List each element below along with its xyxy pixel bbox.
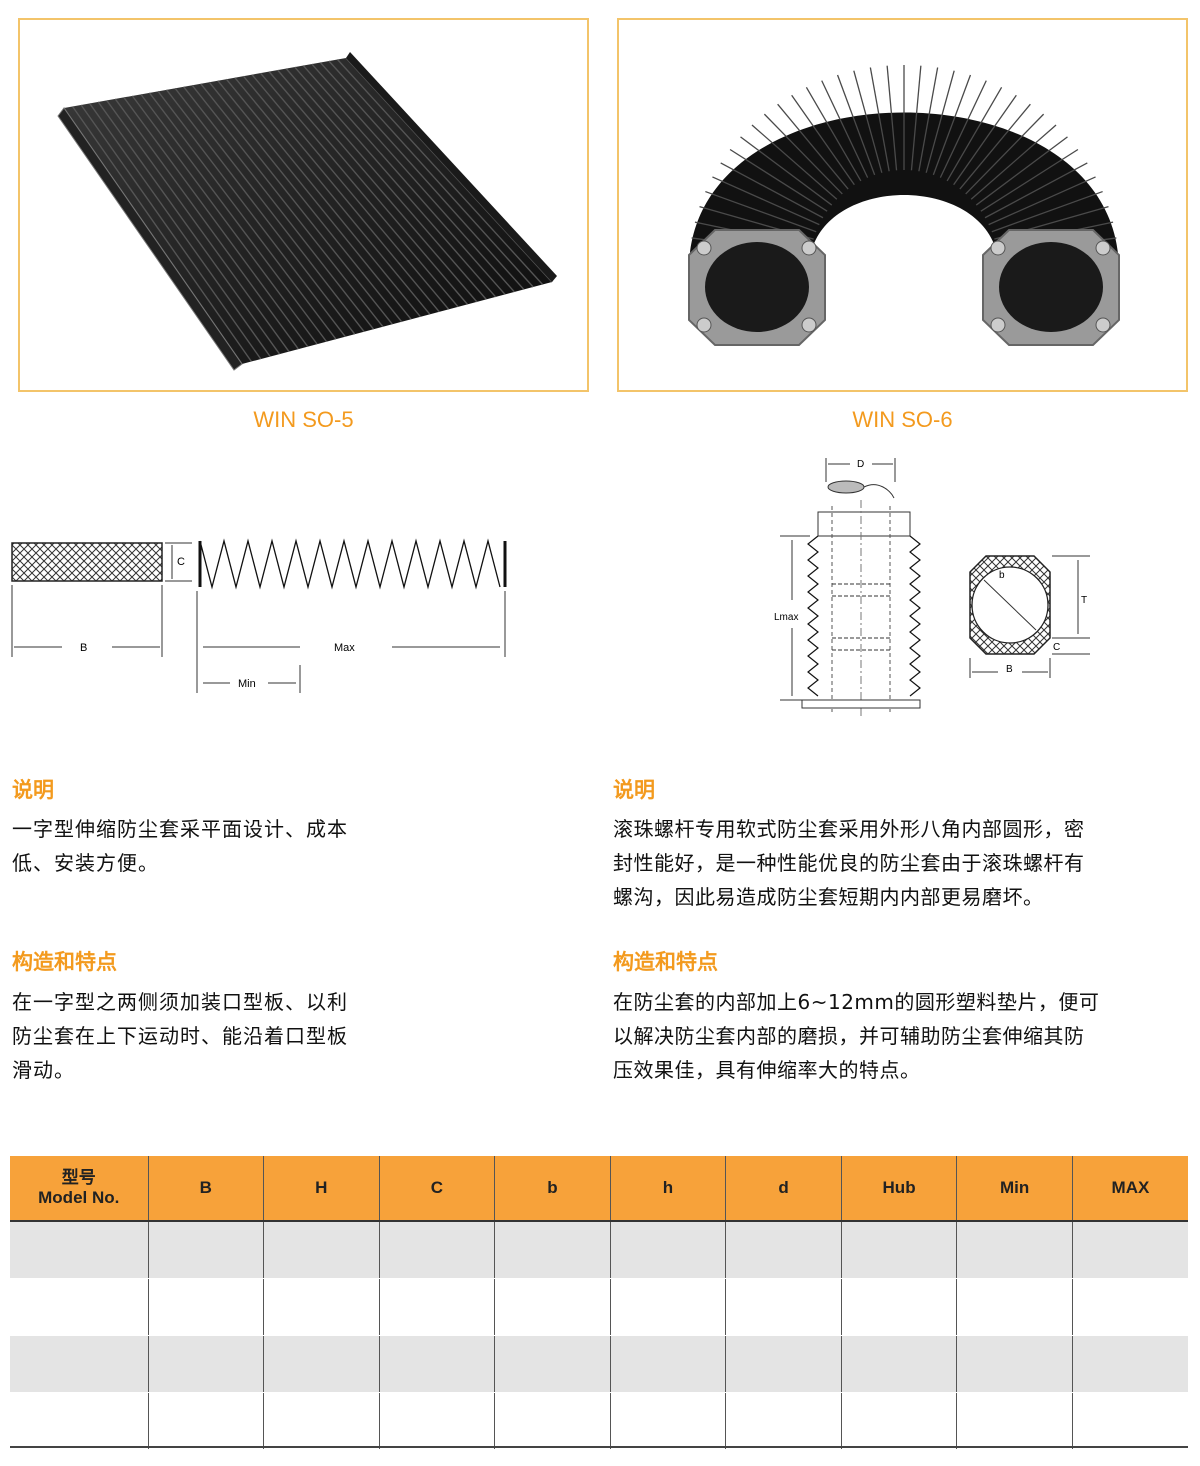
- table-cell: [148, 1335, 265, 1393]
- octagon-section: b T C B: [969, 555, 1090, 678]
- right-flange: [982, 229, 1120, 346]
- table-cell: [610, 1335, 727, 1393]
- dim-label-min: Min: [238, 678, 256, 690]
- table-cell: [494, 1221, 611, 1279]
- table-cell: [148, 1221, 265, 1279]
- table-row: [10, 1221, 1188, 1279]
- column-header: h: [610, 1156, 727, 1222]
- table-cell: [956, 1221, 1073, 1279]
- dim-label-d: D: [857, 459, 864, 470]
- table-cell: [725, 1335, 842, 1393]
- table-cell: [610, 1278, 727, 1336]
- table-cell: [10, 1392, 149, 1450]
- description-line: 低、安装方便。: [12, 851, 159, 875]
- table-cell: [494, 1335, 611, 1393]
- table-row: [10, 1278, 1188, 1336]
- features-line: 滑动。: [12, 1058, 75, 1082]
- caption-so5: WIN SO-5: [253, 407, 354, 432]
- column-header: MAX: [1072, 1156, 1188, 1222]
- photo-frame-so6: [617, 18, 1188, 392]
- table-cell: [841, 1278, 958, 1336]
- spec-table: 型号 Model No. B H C b h d Hub Min MAX: [10, 1156, 1188, 1450]
- table-cell: [725, 1278, 842, 1336]
- table-cell: [10, 1221, 149, 1279]
- table-cell: [1072, 1221, 1188, 1279]
- features-line: 在防尘套的内部加上6~12mm的圆形塑料垫片，便可: [613, 990, 1100, 1014]
- dim-label-c-round: C: [1053, 642, 1060, 653]
- description-body-so6: 滚珠螺杆专用软式防尘套采用外形八角内部圆形，密 封性能好，是一种性能优良的防尘套…: [613, 812, 1198, 914]
- table-cell: [725, 1392, 842, 1450]
- dim-label-b-flat: B: [80, 642, 87, 654]
- column-header: Min: [956, 1156, 1073, 1222]
- table-cell: [379, 1392, 496, 1450]
- flat-bellows-diagram: C B Max Min: [11, 538, 507, 693]
- features-heading-so5: 构造和特点: [12, 950, 117, 974]
- table-cell: [1072, 1278, 1188, 1336]
- table-cell: [148, 1278, 265, 1336]
- table-cell: [379, 1335, 496, 1393]
- dim-label-b-small: b: [999, 570, 1005, 581]
- table-cell: [956, 1335, 1073, 1393]
- column-header: Hub: [841, 1156, 958, 1222]
- column-header: C: [379, 1156, 496, 1222]
- table-cell: [10, 1335, 149, 1393]
- table-cell: [263, 1335, 380, 1393]
- features-body-so6: 在防尘套的内部加上6~12mm的圆形塑料垫片，便可 以解决防尘套内部的磨损，并可…: [613, 985, 1198, 1087]
- dim-label-c-flat: C: [177, 556, 185, 568]
- table-cell: [841, 1221, 958, 1279]
- dim-label-b-round: B: [1006, 664, 1013, 675]
- features-line: 压效果佳，具有伸缩率大的特点。: [613, 1058, 921, 1082]
- column-header-model: 型号 Model No.: [10, 1156, 149, 1222]
- table-cell: [1072, 1335, 1188, 1393]
- table-cell: [841, 1392, 958, 1450]
- round-bellows-image: [688, 65, 1120, 346]
- table-cell: [10, 1278, 149, 1336]
- table-cell: [610, 1392, 727, 1450]
- table-cell: [841, 1335, 958, 1393]
- description-line: 滚珠螺杆专用软式防尘套采用外形八角内部圆形，密: [613, 817, 1085, 841]
- left-flange: [688, 229, 826, 346]
- table-cell: [148, 1392, 265, 1450]
- photo-frame-so5: [18, 18, 589, 392]
- column-header: b: [494, 1156, 611, 1222]
- column-header-model-cn: 型号: [61, 1168, 96, 1187]
- column-header: d: [725, 1156, 842, 1222]
- round-bellows-diagram: D Lmax b T C B: [774, 458, 1090, 718]
- features-line: 在一字型之两侧须加装口型板、以利: [12, 990, 348, 1014]
- dim-label-lmax: Lmax: [774, 612, 798, 623]
- table-cell: [494, 1278, 611, 1336]
- table-header-row: 型号 Model No. B H C b h d Hub Min MAX: [10, 1156, 1188, 1222]
- table-cell: [379, 1221, 496, 1279]
- description-body-so5: 一字型伸缩防尘套采平面设计、成本 低、安装方便。: [12, 812, 452, 880]
- column-header-model-en: Model No.: [38, 1188, 120, 1207]
- table-row: [10, 1335, 1188, 1393]
- table-row: [10, 1392, 1188, 1450]
- table-cell: [1072, 1392, 1188, 1450]
- features-body-so5: 在一字型之两侧须加装口型板、以利 防尘套在上下运动时、能沿着口型板 滑动。: [12, 985, 452, 1087]
- flat-bellows-image: [57, 52, 557, 371]
- description-heading-so6: 说明: [613, 778, 655, 802]
- table-cell: [379, 1278, 496, 1336]
- table-cell: [263, 1221, 380, 1279]
- dim-label-t: T: [1081, 595, 1087, 606]
- table-cell: [725, 1221, 842, 1279]
- table-cell: [610, 1221, 727, 1279]
- table-cell: [956, 1392, 1073, 1450]
- column-header: H: [263, 1156, 380, 1222]
- features-line: 以解决防尘套内部的磨损，并可辅助防尘套伸缩其防: [613, 1024, 1085, 1048]
- table-bottom-rule: [10, 1446, 1188, 1448]
- table-cell: [956, 1278, 1073, 1336]
- description-line: 一字型伸缩防尘套采平面设计、成本: [12, 817, 348, 841]
- features-line: 防尘套在上下运动时、能沿着口型板: [12, 1024, 348, 1048]
- features-heading-so6: 构造和特点: [613, 950, 718, 974]
- description-heading-so5: 说明: [12, 778, 54, 802]
- table-cell: [263, 1278, 380, 1336]
- table-cell: [494, 1392, 611, 1450]
- dim-label-max: Max: [334, 642, 355, 654]
- caption-so6: WIN SO-6: [852, 407, 953, 432]
- table-cell: [263, 1392, 380, 1450]
- description-line: 螺沟，因此易造成防尘套短期内内部更易磨坏。: [613, 885, 1044, 909]
- description-line: 封性能好，是一种性能优良的防尘套由于滚珠螺杆有: [613, 851, 1085, 875]
- column-header: B: [148, 1156, 265, 1222]
